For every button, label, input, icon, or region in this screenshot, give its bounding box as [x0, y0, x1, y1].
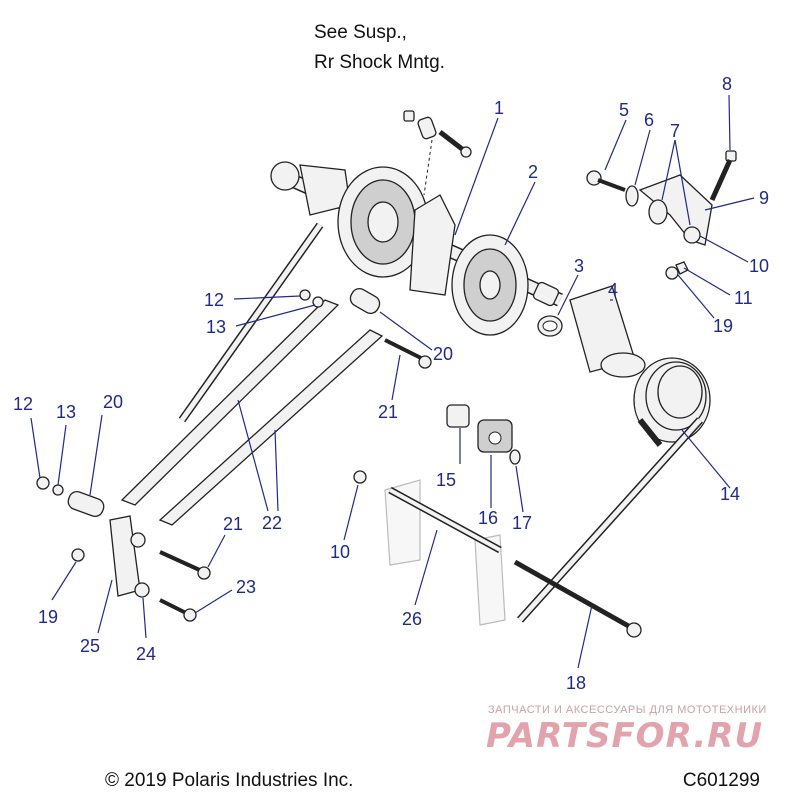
callout-13-lower: 13 [56, 402, 76, 422]
callout-23: 23 [236, 577, 256, 597]
note-line-2: Rr Shock Mntg. [314, 52, 445, 73]
callout-25: 25 [80, 636, 100, 656]
callout-19-right: 19 [713, 316, 733, 336]
callout-2: 2 [528, 162, 538, 182]
axle-assembly [270, 161, 563, 336]
nut-19-lower [71, 548, 85, 562]
spacer-20-upper [349, 287, 381, 315]
callout-20-lower: 20 [103, 392, 123, 412]
callout-19-lower: 19 [38, 607, 58, 627]
callout-5: 5 [619, 100, 629, 120]
callout-9: 9 [759, 188, 769, 208]
bolt-23 [159, 598, 189, 616]
slotted-links [120, 299, 384, 526]
bolt-21-lower [159, 550, 205, 574]
callout-20-upper: 20 [433, 344, 453, 364]
callout-7: 7 [670, 121, 680, 141]
nut-12-lower [36, 476, 50, 490]
callout-numbers: 1 2 3 4 5 6 7 8 9 10 11 19 12 13 20 21 2… [13, 74, 769, 693]
callout-21-upper: 21 [378, 402, 398, 422]
leader-lines [30, 94, 755, 669]
bushing-sleeve [569, 285, 646, 378]
top-spacer-group [403, 110, 472, 158]
callout-14: 14 [720, 484, 740, 504]
callout-21-lower: 21 [223, 514, 243, 534]
pin-24 [134, 582, 150, 598]
diagram-code: C601299 [682, 770, 760, 791]
callout-11: 11 [734, 288, 753, 308]
callout-3: 3 [574, 256, 584, 276]
note-line-1: See Susp., [314, 22, 407, 43]
washer-13-upper [312, 296, 324, 308]
copyright-text: © 2019 Polaris Industries Inc. [105, 770, 354, 791]
callout-18: 18 [566, 673, 586, 693]
callout-6: 6 [644, 110, 654, 130]
bolt-21-upper [384, 338, 426, 362]
callout-13-upper: 13 [206, 317, 226, 337]
watermark-subtitle: ЗАПЧАСТИ И АКСЕССУАРЫ ДЛЯ МОТОТЕХНИКИ [488, 704, 767, 716]
right-arm-bracket [586, 150, 737, 280]
bolt-18 [513, 559, 634, 631]
callout-22: 22 [262, 513, 282, 533]
washer-13-lower [52, 484, 64, 496]
callout-4: 4 [608, 280, 618, 300]
callout-24: 24 [136, 644, 156, 664]
frame-26 [384, 479, 506, 626]
callout-16: 16 [478, 508, 498, 528]
callout-1: 1 [494, 98, 504, 118]
nut-10-middle [353, 470, 367, 484]
callout-8: 8 [722, 74, 732, 94]
nut-12-upper [299, 289, 311, 301]
callout-17: 17 [512, 513, 532, 533]
callout-10-middle: 10 [330, 542, 350, 562]
torsion-spring [517, 357, 711, 623]
callout-15: 15 [436, 470, 456, 490]
callout-10-right: 10 [749, 256, 769, 276]
watermark-logo: PARTSFOR.RU [486, 716, 764, 756]
callout-12-upper: 12 [204, 290, 224, 310]
block-parts [446, 404, 521, 465]
callout-26: 26 [402, 609, 422, 629]
note-dashed-leader [423, 139, 433, 196]
link-plate-25 [109, 515, 141, 597]
callout-12-lower: 12 [13, 394, 33, 414]
spacer-20-lower [67, 490, 105, 518]
